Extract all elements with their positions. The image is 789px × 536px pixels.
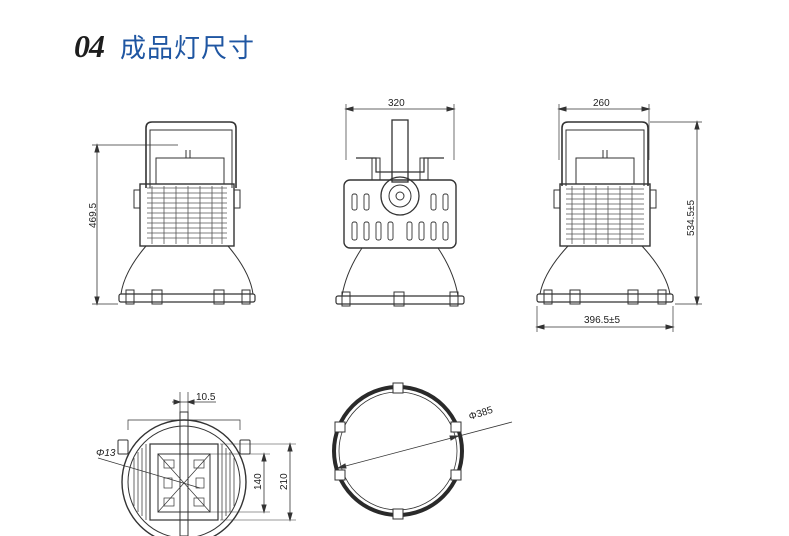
dim-ring-diameter: Φ385	[468, 405, 495, 423]
section-title: 成品灯尺寸	[120, 33, 256, 64]
dim-bottom-offset: 10.5	[196, 392, 216, 403]
ring-view: Φ385	[332, 382, 513, 520]
dim-side-height: 469.5	[88, 203, 99, 228]
side-view: 469.5	[88, 121, 256, 306]
section-header: 04 成品灯尺寸	[74, 26, 255, 66]
dim-bottom-outer: 210	[279, 473, 290, 490]
dim-back-total-width: 396.5±5	[584, 315, 621, 326]
dim-front-width: 320	[388, 98, 405, 109]
dim-back-width: 260	[593, 98, 610, 109]
dim-bottom-inner: 140	[253, 473, 264, 490]
bottom-view: 10.5 Φ13 140 210	[96, 392, 296, 536]
back-view: 260	[535, 98, 702, 332]
section-number: 04	[74, 27, 105, 64]
front-view: 320	[335, 98, 465, 307]
dim-bottom-hole: Φ13	[96, 448, 116, 459]
dim-back-height: 534.5±5	[686, 199, 697, 236]
